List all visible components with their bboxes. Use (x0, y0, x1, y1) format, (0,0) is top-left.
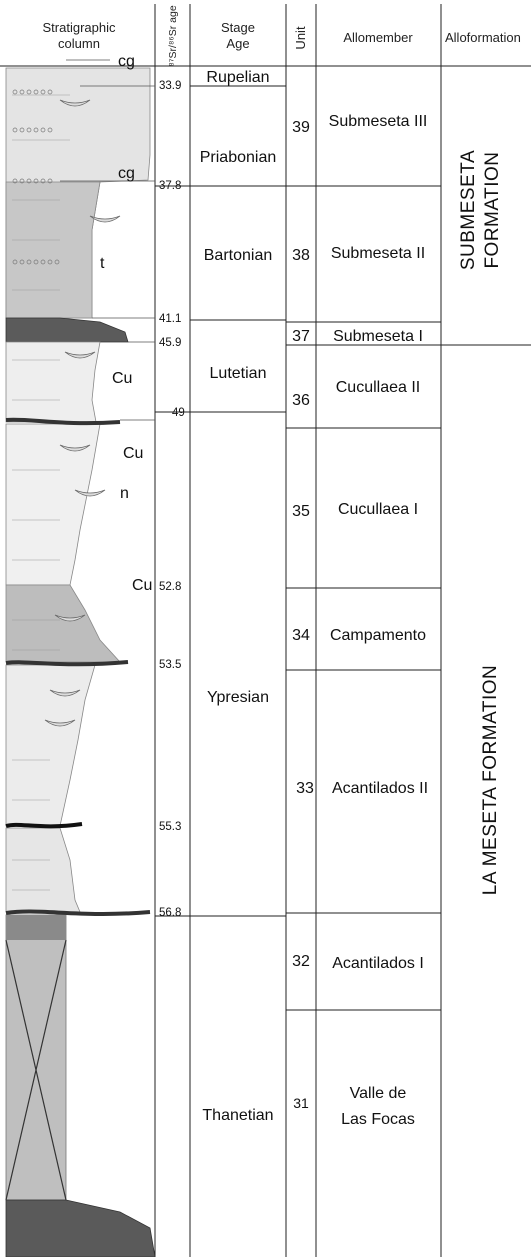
allomember-38: Submeseta II (331, 245, 425, 262)
header-sr-age: ⁸⁷Sr/⁸⁶Sr age (167, 5, 179, 66)
allomember-33: Acantilados II (332, 780, 428, 797)
unit-38: 38 (292, 247, 310, 264)
header-stage-line2: Age (226, 36, 249, 51)
unit-rows: 39 Submeseta III 38 Submeseta II 37 Subm… (286, 113, 531, 1128)
stratigraphic-column (5, 59, 156, 1257)
allomember-35: Cucullaea I (338, 501, 418, 518)
unit-37: 37 (292, 328, 310, 345)
unit-39: 39 (292, 119, 310, 136)
unit-35: 35 (292, 503, 310, 520)
header-row: Stratigraphic column ⁸⁷Sr/⁸⁶Sr age Stage… (43, 5, 521, 66)
header-unit: Unit (293, 26, 308, 50)
allomember-34: Campamento (330, 627, 426, 644)
label-cu-3: Cu (132, 577, 152, 594)
alloformation-column: SUBMESETA FORMATION LA MESETA FORMATION (458, 150, 503, 895)
age-45-9: 45.9 (159, 337, 181, 349)
allomember-39: Submeseta III (329, 113, 428, 130)
header-alloformation: Alloformation (445, 30, 521, 45)
age-41-1: 41.1 (159, 313, 181, 325)
unit-31: 31 (293, 1095, 309, 1111)
header-stratigraphic-line1: Stratigraphic (43, 20, 116, 35)
header-stratigraphic-line2: column (58, 36, 100, 51)
stage-bartonian: Bartonian (204, 247, 273, 264)
label-cu-1: Cu (112, 370, 132, 387)
age-53-5: 53.5 (159, 659, 181, 671)
stage-column: Rupelian Priabonian Bartonian Lutetian Y… (155, 69, 286, 1124)
age-49: 49 (172, 407, 185, 419)
table-frame (0, 4, 531, 1257)
stage-thanetian: Thanetian (202, 1107, 273, 1124)
unit-34: 34 (292, 627, 310, 644)
unit-32: 32 (292, 953, 310, 970)
age-56-8: 56.8 (159, 907, 181, 919)
allomember-36: Cucullaea II (336, 379, 421, 396)
column-labels: cg cg t Cu Cu n Cu (100, 53, 152, 594)
label-cu-2: Cu (123, 445, 143, 462)
formation-la-meseta: LA MESETA FORMATION (480, 665, 501, 896)
header-allomember: Allomember (343, 30, 413, 45)
formation-submeseta-line2: FORMATION (482, 151, 503, 268)
allomember-32: Acantilados I (332, 955, 424, 972)
header-stage-line1: Stage (221, 20, 255, 35)
allomember-37: Submeseta I (333, 328, 423, 345)
age-55-3: 55.3 (159, 821, 181, 833)
label-cg-2: cg (118, 165, 135, 182)
label-n: n (120, 485, 129, 502)
age-33-9: 33.9 (159, 80, 181, 92)
age-52-8: 52.8 (159, 581, 181, 593)
allomember-31-line2: Las Focas (341, 1111, 415, 1128)
allomember-31-line1: Valle de (350, 1085, 407, 1102)
stage-rupelian: Rupelian (206, 69, 269, 86)
unit-36: 36 (292, 392, 310, 409)
formation-submeseta-line1: SUBMESETA (458, 150, 479, 270)
stage-lutetian: Lutetian (210, 365, 267, 382)
unit-33: 33 (296, 780, 314, 797)
stage-priabonian: Priabonian (200, 149, 277, 166)
label-t: t (100, 255, 105, 272)
stage-ypresian: Ypresian (207, 689, 269, 706)
label-cg-1: cg (118, 53, 135, 70)
